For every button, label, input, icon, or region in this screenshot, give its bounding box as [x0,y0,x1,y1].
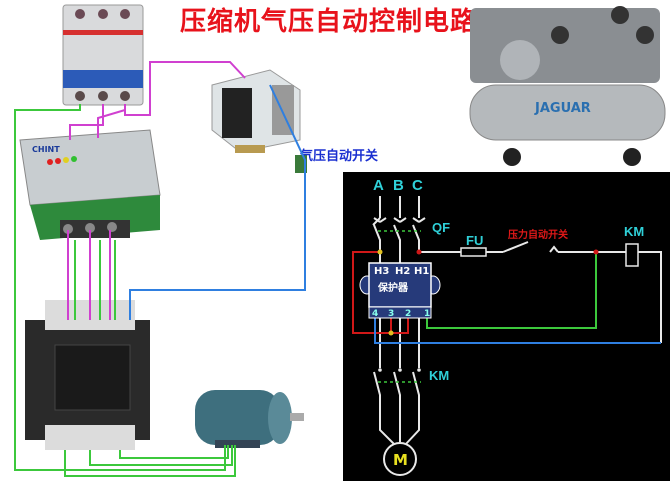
terminal-2: 2 [405,309,411,319]
pressure-switch-label: 气压自动开关 [300,148,378,164]
diagram-title: 压缩机气压自动控制电路 [180,6,477,37]
photo-wiring [14,61,306,477]
circuit-breaker-photo [62,4,144,106]
motor-symbol [383,442,417,476]
contactor-km-label: KM [429,368,449,383]
compressor-brand: JAGUAR [534,101,591,116]
red-wire [352,251,409,334]
fuse-symbol [460,247,487,257]
pressure-switch-symbol [502,241,559,255]
km-coil-symbol [625,243,639,267]
main-phase-lines [372,196,662,446]
contactor-photo [25,300,150,450]
protector-input-h2: H2 [395,266,410,277]
protector-title: 保护器 [377,281,409,294]
breaker-qf-label: QF [432,220,450,235]
motor-photo [195,390,304,448]
protector-input-h1: H1 [414,266,429,277]
protector-symbol: H3 H2 H1 保护器 4 3 2 1 [359,262,441,319]
phase-c-label: C [412,177,423,194]
protector-brand: CHINT [32,145,60,154]
terminal-3: 3 [388,309,394,319]
air-compressor-photo: JAGUAR [469,6,666,166]
coil-km-label: KM [624,224,644,239]
pressure-switch-photo [211,69,307,173]
motor-label: M [393,451,408,469]
pressure-switch-schematic-label: 压力自动开关 [508,228,568,241]
fuse-label: FU [466,233,483,248]
protector-input-h3: H3 [374,266,389,277]
terminal-1: 1 [424,309,430,319]
schematic-panel: A B C QF FU 压力自动开关 KM KM [343,172,670,481]
blue-wire [374,318,661,344]
phase-b-label: B [393,177,404,194]
phase-a-label: A [373,177,384,194]
motor-protector-photo: CHINT [19,129,161,240]
green-wire [426,252,597,329]
terminal-4: 4 [372,309,378,319]
